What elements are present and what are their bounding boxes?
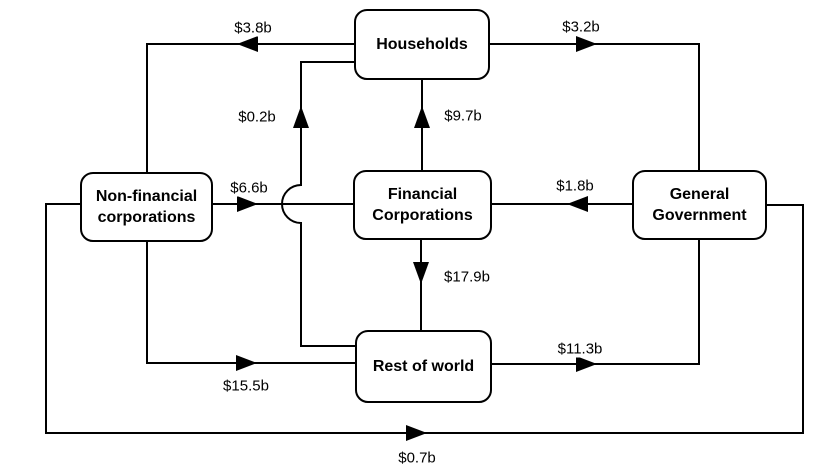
amount-rest-of-world-to-general-government: $11.3b (555, 340, 605, 358)
arrowhead-left-households-to-nfc (237, 36, 258, 52)
amount-nfc-to-general-government: $0.7b (396, 449, 438, 467)
line-households-to-general-government (490, 43, 700, 170)
arrowhead-left-general-government-to-financial-corporations (567, 196, 588, 212)
arrowhead-up-rest-of-world-to-households (293, 106, 309, 128)
amount-nfc-to-rest-of-world: $15.5b (221, 377, 271, 395)
node-financial-corporations-label: Financial Corporations (372, 185, 473, 224)
node-rest-of-world: Rest of world (355, 330, 492, 403)
arrowhead-right-households-to-general-government (576, 36, 597, 52)
node-general-government-label: General Government (652, 185, 747, 224)
amount-nfc-to-financial-corporations: $6.6b (228, 179, 270, 197)
arrowhead-down-financial-corporations-to-rest-of-world (413, 262, 429, 284)
line-rest-of-world-to-households (281, 61, 355, 347)
node-non-financial-corporations: Non-financial corporations (80, 172, 213, 242)
arrowhead-right-nfc-to-rest-of-world (236, 355, 257, 371)
arrowhead-up-financial-corporations-to-households (414, 106, 430, 128)
amount-financial-corporations-to-rest-of-world: $17.9b (442, 268, 492, 286)
node-general-government: General Government (632, 170, 767, 240)
arrowhead-right-nfc-to-general-government (406, 425, 427, 441)
node-non-financial-corporations-label: Non-financial corporations (95, 187, 198, 226)
amount-households-to-general-government: $3.2b (560, 18, 602, 36)
node-households: Households (354, 9, 490, 80)
arrowhead-right-nfc-to-financial-corporations (237, 196, 258, 212)
amount-financial-corporations-to-households: $9.7b (442, 107, 484, 125)
arrowhead-right-rest-of-world-to-general-government (576, 356, 597, 372)
amount-households-to-nfc: $3.8b (232, 19, 274, 37)
amount-rest-of-world-to-households: $0.2b (236, 108, 278, 126)
line-rest-of-world-to-general-government (492, 240, 700, 365)
line-nfc-to-rest-of-world (146, 242, 355, 364)
node-households-label: Households (376, 35, 468, 53)
node-rest-of-world-label: Rest of world (372, 357, 475, 375)
amount-general-government-to-financial-corporations: $1.8b (554, 177, 596, 195)
node-financial-corporations: Financial Corporations (353, 170, 492, 240)
line-households-to-nfc (146, 43, 354, 172)
